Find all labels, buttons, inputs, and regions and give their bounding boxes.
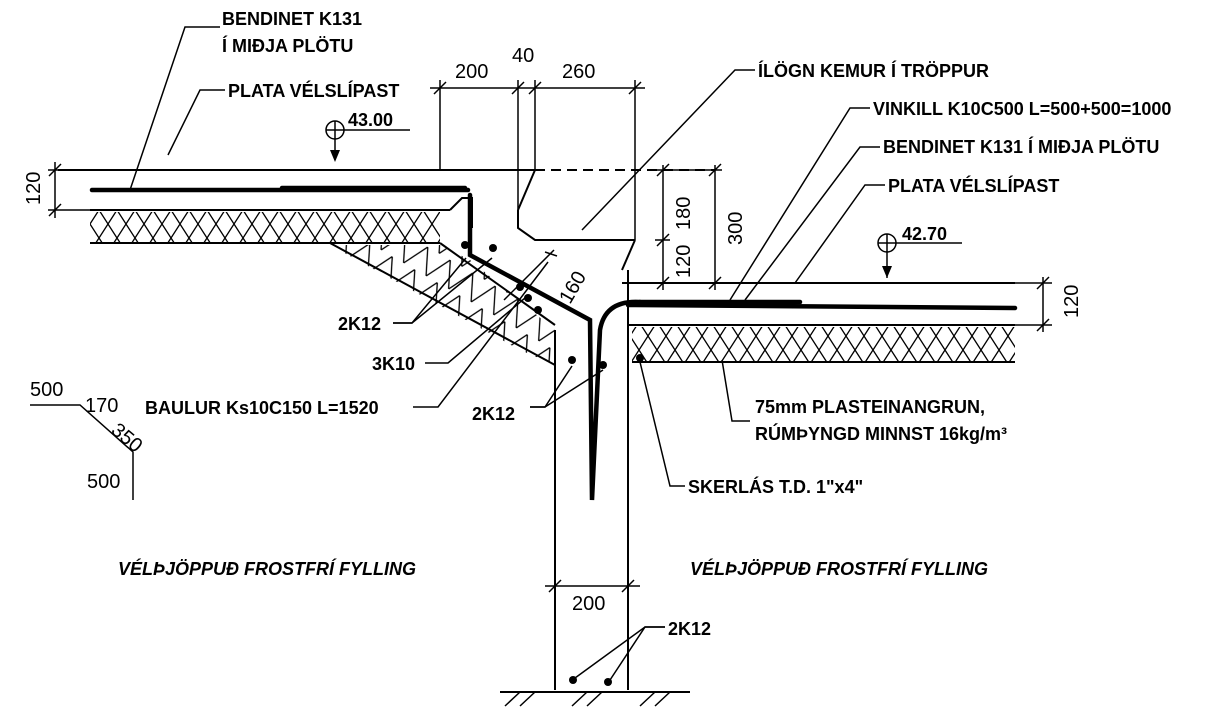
bend-schedule: 500 170 350 500 xyxy=(30,379,146,500)
bend-b: 170 xyxy=(85,395,118,417)
foundation-wall xyxy=(467,192,690,707)
dim-step-120: 120 xyxy=(673,245,695,278)
left-dimension: 120 xyxy=(23,162,90,218)
bend-d: 500 xyxy=(87,471,120,493)
label-3k10: 3K10 xyxy=(372,354,415,374)
right-dimension: 120 xyxy=(1015,276,1083,332)
label-skerlas: SKERLÁS T.D. 1"x4" xyxy=(688,476,863,497)
dim-left-120: 120 xyxy=(23,172,45,205)
label-plata-right: PLATA VÉLSLÍPAST xyxy=(888,175,1059,196)
step-dimensions: 180 300 120 xyxy=(655,163,747,290)
left-slab xyxy=(58,169,536,244)
leaders xyxy=(129,26,885,681)
level-marker-right: 42.70 xyxy=(877,224,962,278)
labels: BENDINET K131 Í MIÐJA PLÖTU PLATA VÉLSLÍ… xyxy=(118,9,1171,639)
label-plata-left: PLATA VÉLSLÍPAST xyxy=(228,80,399,101)
label-ilogn: ÍLÖGN KEMUR Í TRÖPPUR xyxy=(758,60,989,81)
label-bendinet-left-1: BENDINET K131 xyxy=(222,9,362,29)
level-right-value: 42.70 xyxy=(902,224,947,244)
label-fill-left: VÉLÞJÖPPUÐ FROSTFRÍ FYLLING xyxy=(118,558,416,579)
label-bendinet-right: BENDINET K131 Í MIÐJA PLÖTU xyxy=(883,136,1159,157)
bend-a: 500 xyxy=(30,379,63,401)
label-bendinet-left-2: Í MIÐJA PLÖTU xyxy=(222,35,353,56)
bend-c: 350 xyxy=(107,419,147,457)
top-dimensions: 200 40 260 xyxy=(430,45,645,240)
label-fill-right: VÉLÞJÖPPUÐ FROSTFRÍ FYLLING xyxy=(690,558,988,579)
dim-top-40: 40 xyxy=(512,45,534,67)
dim-wall-200: 200 xyxy=(572,593,605,615)
label-vinkill: VINKILL K10C500 L=500+500=1000 xyxy=(873,99,1171,119)
label-insulation-1: 75mm PLASTEINANGRUN, xyxy=(755,397,985,417)
dim-top-260: 260 xyxy=(562,61,595,83)
dim-diag-160: 160 xyxy=(555,268,591,308)
label-baulur: BAULUR Ks10C150 L=1520 xyxy=(145,398,379,418)
dim-right-120: 120 xyxy=(1061,285,1083,318)
wall-dimension: 200 xyxy=(545,579,640,615)
dim-top-200: 200 xyxy=(455,61,488,83)
sloped-insulation xyxy=(329,242,556,366)
left-slab-insulation xyxy=(90,212,440,242)
label-2k12-c: 2K12 xyxy=(668,619,711,639)
label-insulation-2: RÚMÞYNGD MINNST 16kg/m³ xyxy=(755,423,1007,444)
dim-step-180: 180 xyxy=(673,197,695,230)
dim-step-300: 300 xyxy=(725,212,747,245)
level-left-value: 43.00 xyxy=(348,110,393,130)
label-2k12-a: 2K12 xyxy=(338,314,381,334)
right-slab xyxy=(622,282,1018,363)
level-marker-left: 43.00 xyxy=(325,110,410,162)
right-slab-insulation xyxy=(632,327,1015,361)
label-2k12-b: 2K12 xyxy=(472,404,515,424)
